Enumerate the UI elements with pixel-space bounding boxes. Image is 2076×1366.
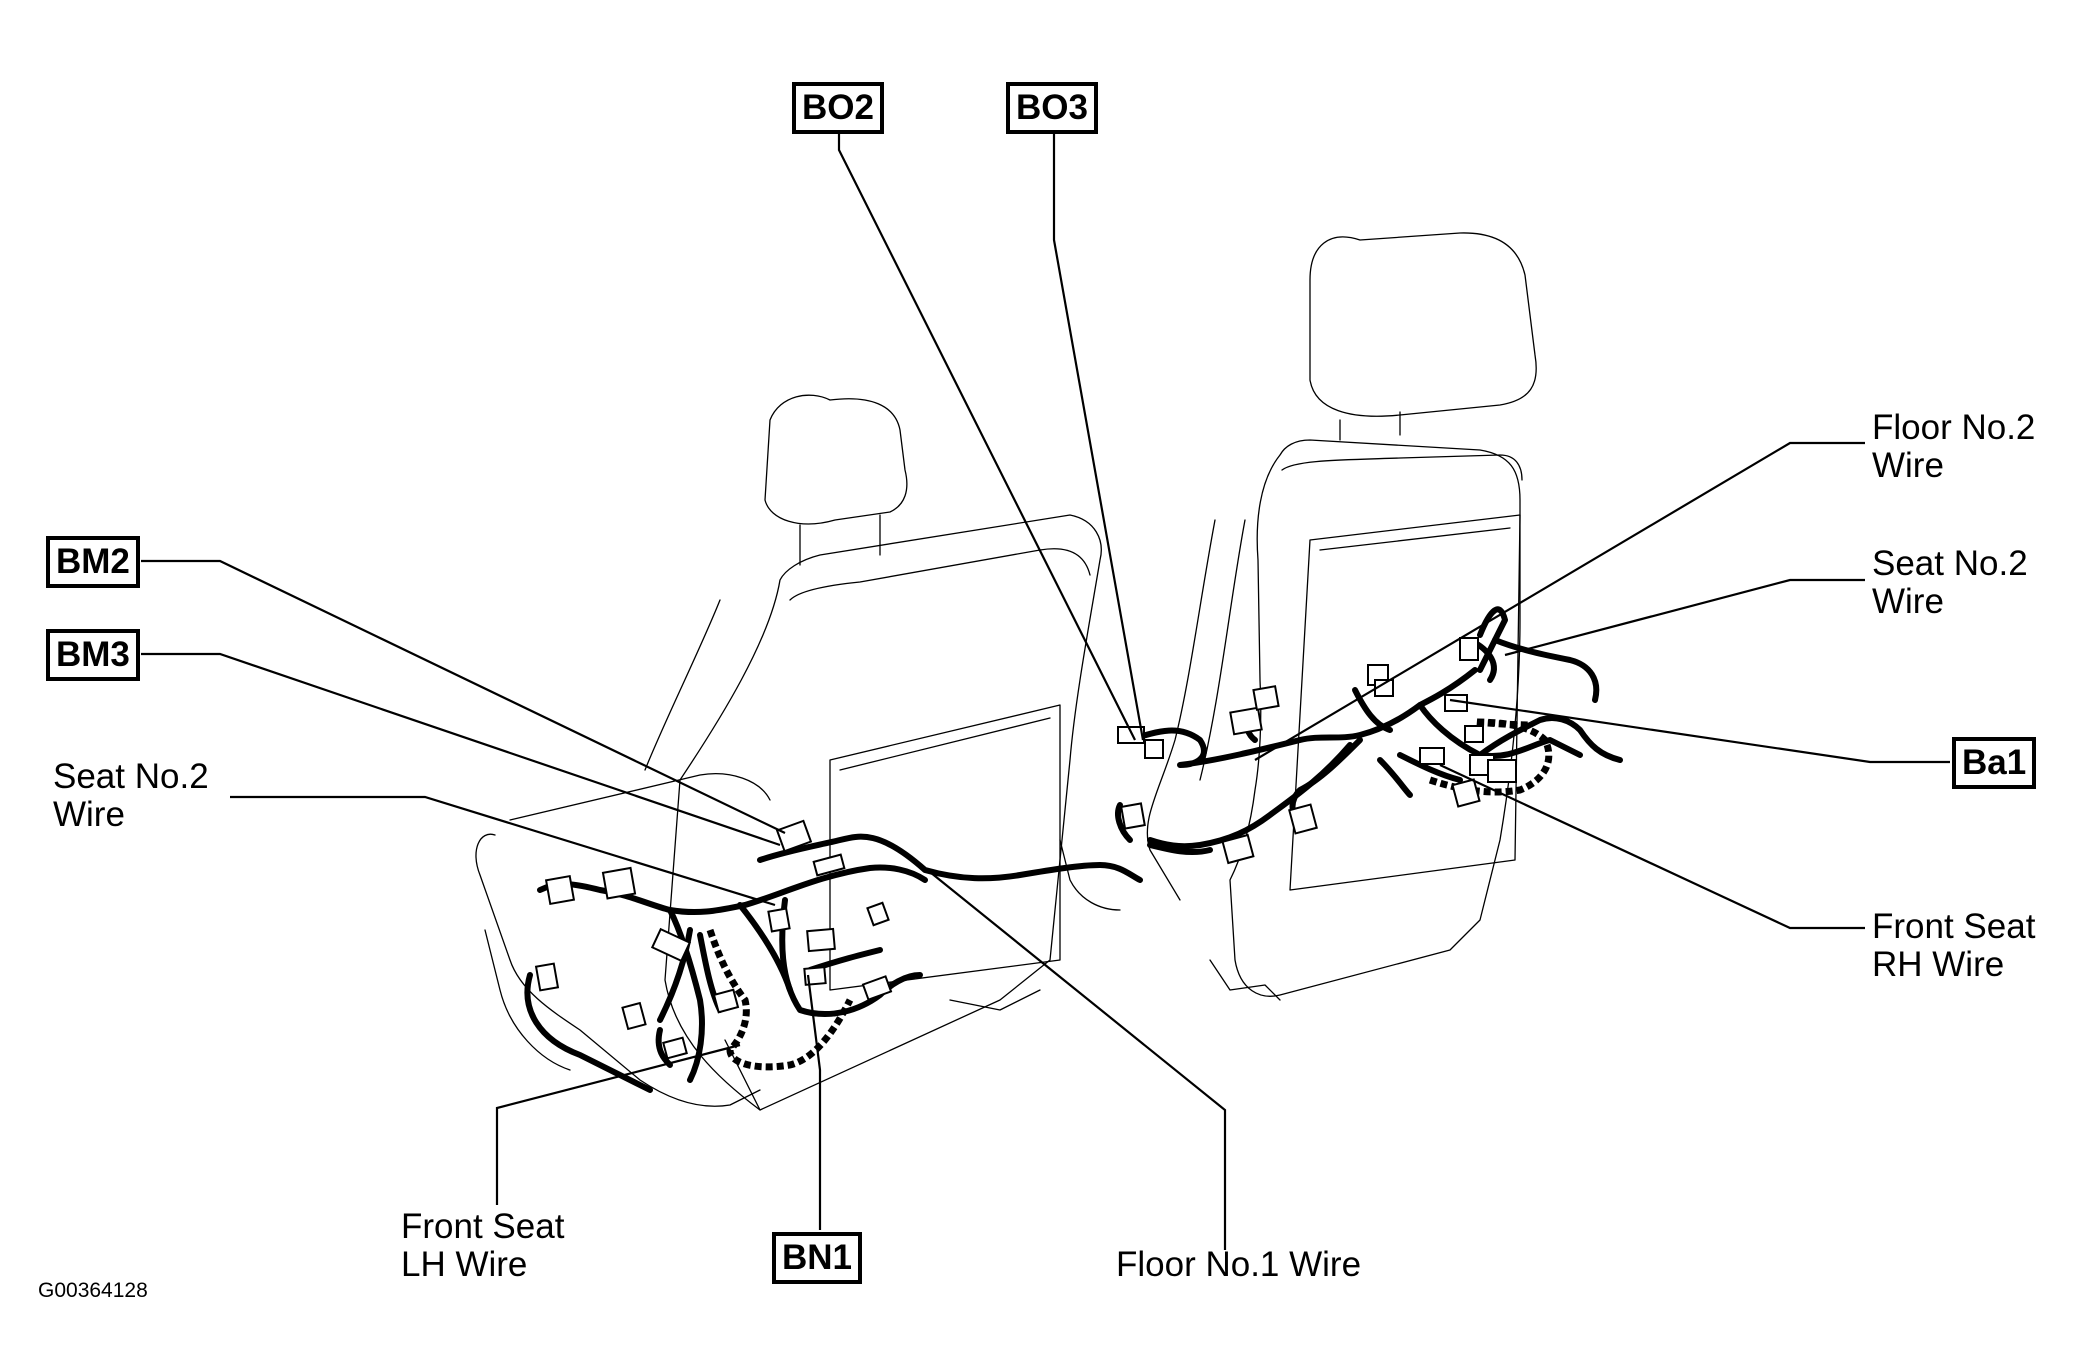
label-line: Wire	[53, 795, 125, 834]
connector-code: BM3	[56, 635, 130, 674]
left-seat-outline	[475, 394, 1102, 1111]
label-floor-no1-wire: Floor No.1 Wire	[1116, 1246, 1361, 1284]
connector-blocks	[534, 637, 1517, 1060]
label-line: Wire	[1872, 446, 1944, 485]
leader-lines	[141, 128, 1950, 1250]
label-front-seat-rh-wire: Front Seat RH Wire	[1872, 908, 2035, 984]
connector-code: BO2	[802, 88, 874, 127]
label-line: Seat No.2	[1872, 544, 2028, 583]
left-wire-harness	[524, 833, 1143, 1093]
connector-code: BM2	[56, 542, 130, 581]
label-line: Wire	[1872, 582, 1944, 621]
connector-label-bn1: BN1	[772, 1232, 863, 1284]
label-seat-no2-wire-left: Seat No.2 Wire	[53, 758, 209, 834]
right-seat-outline	[1059, 232, 1537, 1001]
connector-label-bo2: BO2	[792, 82, 884, 134]
label-line: Front Seat	[1872, 907, 2036, 946]
figure-id: G00364128	[38, 1279, 148, 1302]
label-seat-no2-wire-right: Seat No.2 Wire	[1872, 545, 2028, 621]
connector-label-ba1: Ba1	[1952, 737, 2037, 789]
label-floor-no2-wire: Floor No.2 Wire	[1872, 409, 2035, 485]
label-line: Front Seat	[401, 1207, 565, 1246]
label-line: Seat No.2	[53, 757, 209, 796]
connector-label-bm2: BM2	[46, 536, 140, 588]
label-line: RH Wire	[1872, 945, 2005, 984]
connector-code: BO3	[1016, 88, 1088, 127]
label-line: Floor No.1 Wire	[1116, 1245, 1362, 1284]
connector-code: BN1	[782, 1238, 853, 1277]
connector-label-bm3: BM3	[46, 629, 140, 681]
label-line: Floor No.2	[1872, 408, 2036, 447]
label-line: LH Wire	[401, 1245, 528, 1284]
connector-label-bo3: BO3	[1006, 82, 1098, 134]
label-front-seat-lh-wire: Front Seat LH Wire	[401, 1208, 564, 1284]
connector-code: Ba1	[1962, 743, 2027, 782]
